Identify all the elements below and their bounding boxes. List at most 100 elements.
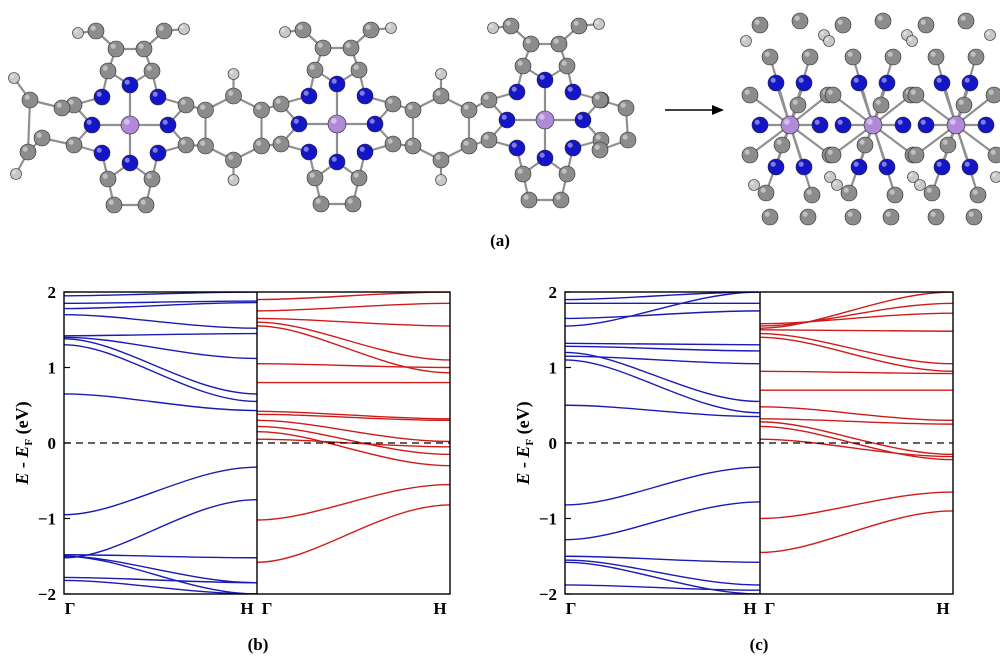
- carbon-atom: [834, 16, 852, 34]
- spin-up-band-4: [565, 342, 761, 346]
- carbon-atom: [350, 169, 368, 187]
- spin-down-band-8: [256, 413, 450, 422]
- carbon-atom: [570, 17, 588, 35]
- carbon-atom: [404, 137, 422, 155]
- carbon-atom: [306, 61, 324, 79]
- carbon-atom: [907, 146, 925, 164]
- carbon-atom: [751, 16, 769, 34]
- nitrogen-atom: [498, 111, 516, 129]
- carbon-atom: [550, 35, 568, 53]
- carbon-atom: [294, 21, 312, 39]
- y-axis-label: E - EF (eV): [513, 401, 536, 485]
- carbon-atom: [65, 136, 83, 154]
- nitrogen-atom: [508, 139, 526, 157]
- metal-atom: [946, 115, 966, 135]
- nitrogen-atom: [356, 143, 374, 161]
- nitrogen-atom: [811, 116, 829, 134]
- carbon-atom: [143, 170, 161, 188]
- spin-up-band-12: [64, 555, 258, 584]
- hydrogen-atom: [823, 35, 835, 47]
- carbon-atom: [19, 143, 37, 161]
- hydrogen-atom: [831, 179, 843, 191]
- y-tick-label: 1: [549, 359, 558, 378]
- carbon-atom: [985, 86, 1000, 104]
- x-tick-label: Γ: [765, 599, 776, 618]
- spin-up-band-1: [64, 300, 258, 305]
- spin-down-band-4: [256, 325, 450, 374]
- carbon-atom: [21, 91, 39, 109]
- carbon-atom: [840, 184, 858, 202]
- spin-up-band-13: [565, 559, 761, 586]
- spin-down-band-13: [256, 483, 450, 521]
- carbon-atom: [872, 96, 890, 114]
- spin-down-band-1: [256, 302, 450, 312]
- spin-up-band-14: [565, 561, 761, 594]
- carbon-atom: [225, 151, 242, 169]
- spin-up-band-2: [64, 301, 258, 310]
- y-tick-label: 2: [48, 283, 57, 302]
- carbon-atom: [957, 12, 975, 30]
- spin-up-band-6: [64, 338, 258, 395]
- x-tick-label: Γ: [566, 599, 577, 618]
- y-tick-label: −1: [539, 510, 557, 529]
- carbon-atom: [969, 186, 987, 204]
- spin-up-band-7: [565, 351, 761, 403]
- nitrogen-atom: [795, 158, 813, 176]
- nitrogen-atom: [536, 71, 554, 89]
- carbon-atom: [137, 196, 155, 214]
- hydrogen-atom: [990, 171, 1000, 183]
- spin-down-band-8: [759, 406, 953, 422]
- spin-up-band-0: [565, 292, 761, 301]
- carbon-atom: [87, 22, 105, 40]
- y-tick-label: −2: [38, 585, 56, 604]
- spin-down-band-14: [256, 504, 450, 563]
- nitrogen-atom: [121, 154, 139, 172]
- spin-up-band-10: [64, 498, 258, 559]
- carbon-atom: [927, 48, 945, 66]
- spin-up-band-13: [64, 555, 258, 594]
- carbon-atom: [197, 101, 214, 119]
- carbon-atom: [520, 191, 538, 209]
- carbon-atom: [801, 48, 819, 66]
- nitrogen-atom: [894, 116, 912, 134]
- carbon-atom: [384, 135, 402, 153]
- carbon-atom: [53, 99, 71, 117]
- nitrogen-atom: [564, 83, 582, 101]
- hydrogen-atom: [914, 179, 926, 191]
- nitrogen-atom: [878, 158, 896, 176]
- nitrogen-atom: [83, 116, 101, 134]
- carbon-atom: [197, 137, 214, 155]
- nitrogen-atom: [878, 74, 896, 92]
- hydrogen-atom: [72, 27, 84, 39]
- carbon-atom: [177, 96, 195, 114]
- carbon-atom: [384, 95, 402, 113]
- nitrogen-atom: [508, 83, 526, 101]
- hydrogen-atom: [435, 174, 447, 186]
- carbon-atom: [907, 86, 925, 104]
- nitrogen-atom: [767, 74, 785, 92]
- x-tick-label: H: [936, 599, 949, 618]
- carbon-atom: [404, 101, 422, 119]
- carbon-atom: [927, 208, 945, 226]
- hydrogen-atom: [984, 29, 996, 41]
- nitrogen-atom: [564, 139, 582, 157]
- nitrogen-atom: [300, 143, 318, 161]
- nitrogen-atom: [93, 144, 111, 162]
- spin-down-band-9: [759, 418, 953, 425]
- nitrogen-atom: [933, 74, 951, 92]
- y-tick-label: −2: [539, 585, 557, 604]
- nitrogen-atom: [328, 75, 346, 93]
- hydrogen-atom: [907, 171, 919, 183]
- carbon-atom: [225, 87, 242, 105]
- y-tick-label: −1: [38, 510, 56, 529]
- nitrogen-atom: [290, 115, 308, 133]
- metal-atom: [120, 115, 140, 135]
- carbon-atom: [955, 96, 973, 114]
- spin-down-band-11: [256, 430, 450, 467]
- panel-label-c: (c): [750, 635, 769, 654]
- carbon-atom: [591, 141, 609, 159]
- carbon-atom: [350, 61, 368, 79]
- nitrogen-atom: [356, 87, 374, 105]
